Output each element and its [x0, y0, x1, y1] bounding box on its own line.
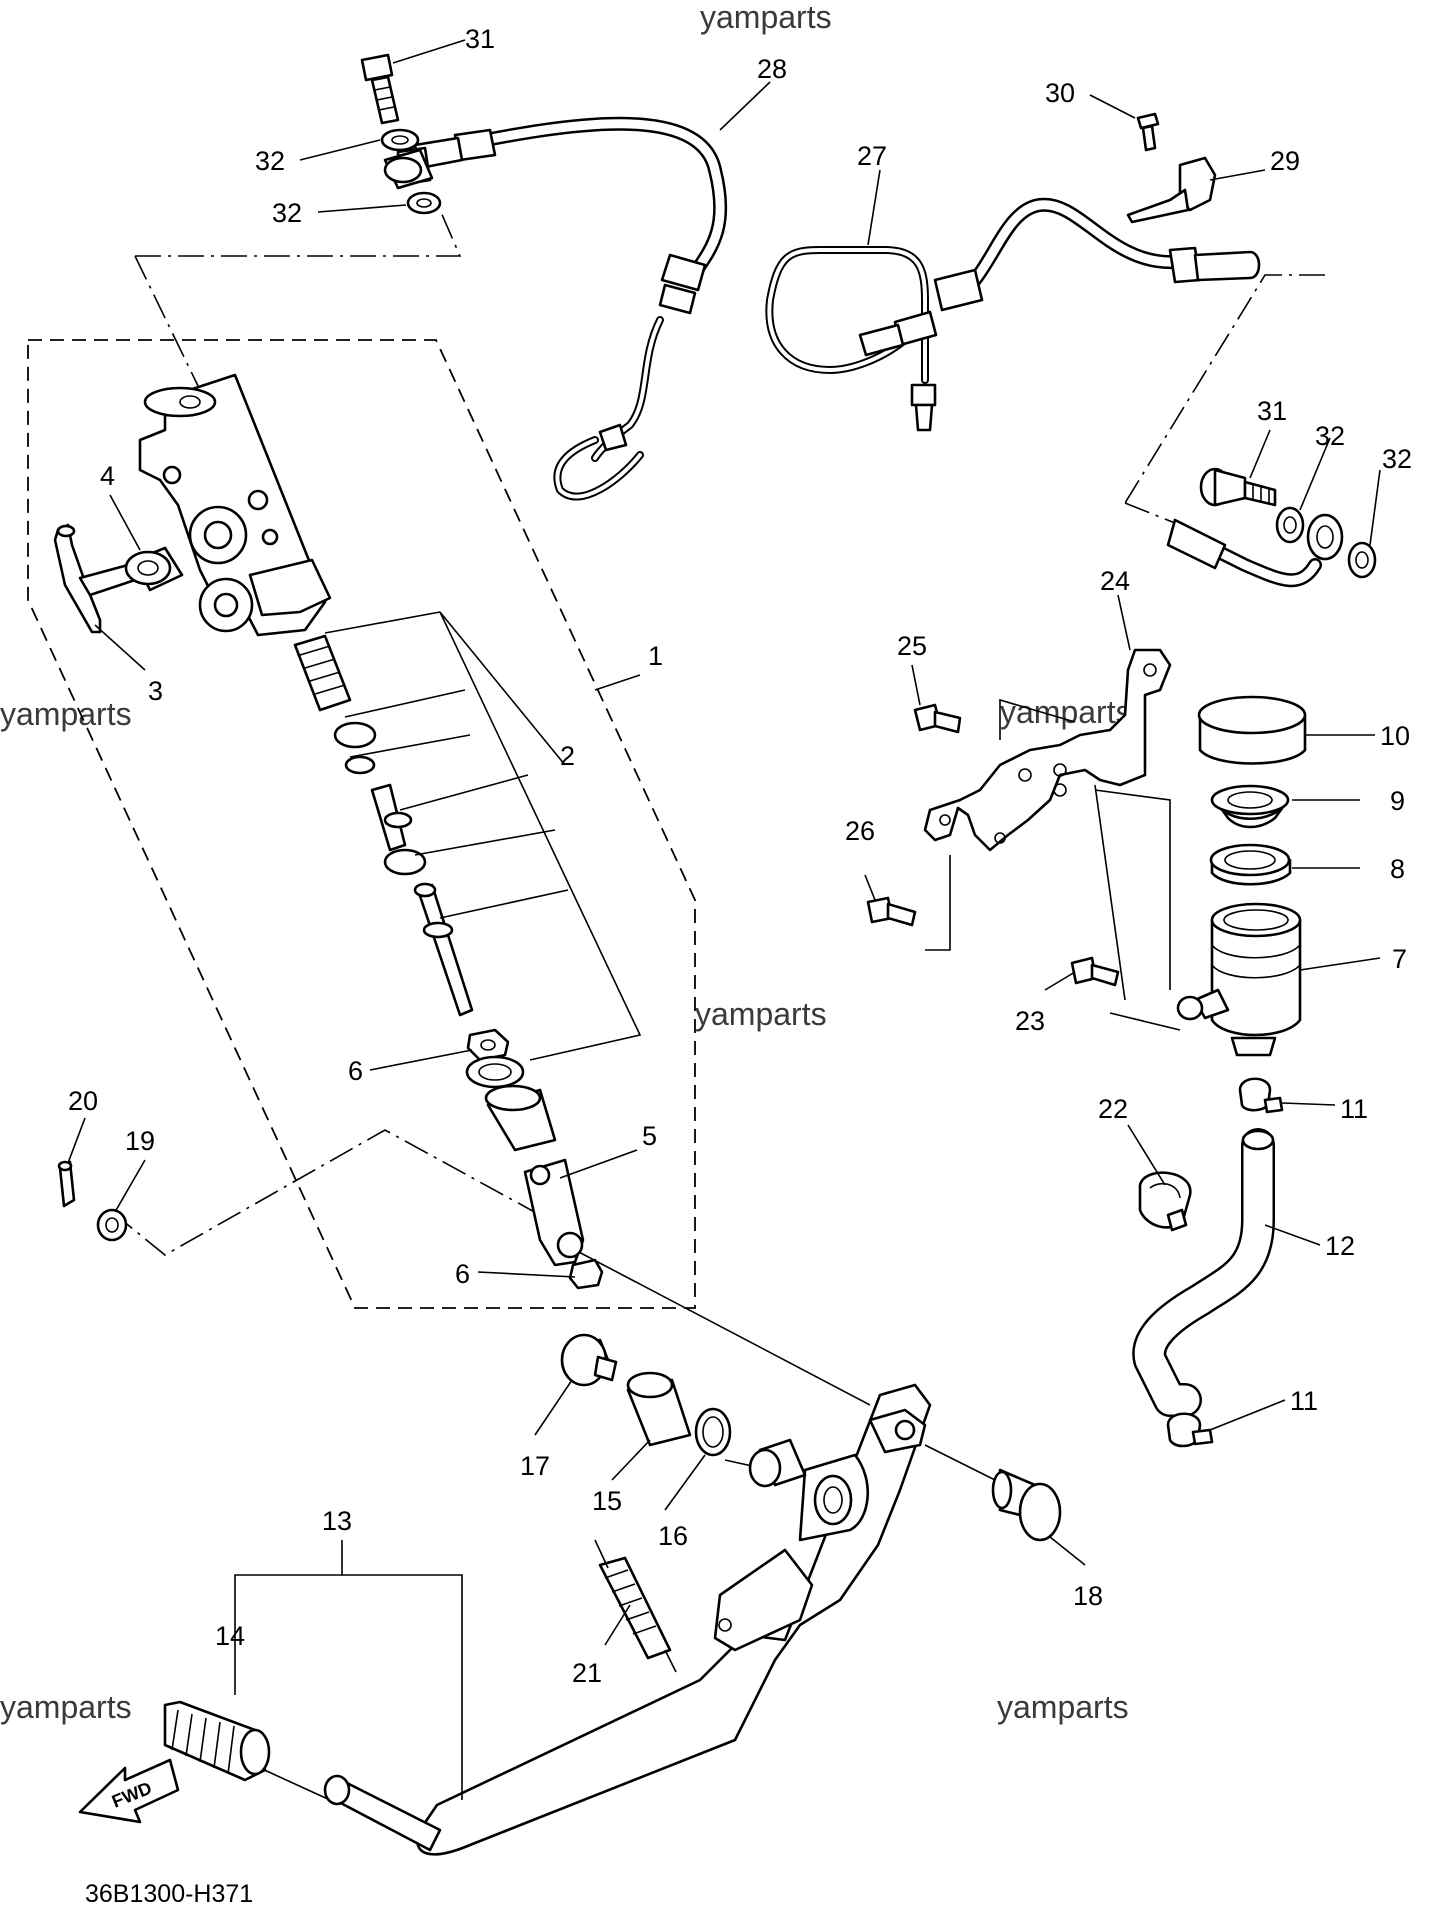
callout-number: 27	[857, 141, 887, 171]
brake-pipe	[765, 246, 938, 432]
reservoir-bracket	[923, 648, 1172, 852]
o-ring	[694, 1407, 732, 1457]
callout-number: 18	[1073, 1581, 1103, 1611]
diaphragm-plate	[1209, 843, 1292, 886]
callout-number: 20	[68, 1086, 98, 1116]
callouts: 31 32 32 28 27 30 29 31 32 32 24 25 26 2…	[68, 24, 1412, 1688]
callout-number: 21	[572, 1658, 602, 1688]
callout-number: 24	[1100, 566, 1130, 596]
bolt	[866, 896, 917, 927]
fwd-arrow-icon: FWD	[78, 1758, 180, 1824]
pedal-rubber	[163, 1700, 271, 1782]
bleed-screw	[53, 523, 137, 634]
callout-number: 1	[648, 641, 663, 671]
banjo-bolt	[360, 53, 400, 125]
crush-washer	[1275, 506, 1305, 544]
callout-number: 11	[1290, 1386, 1318, 1416]
callout-number: 5	[642, 1121, 657, 1151]
callout-number: 16	[658, 1521, 688, 1551]
master-cylinder-assembly-outline	[27, 339, 696, 1309]
assembly-lines	[111, 209, 1325, 1801]
reservoir-cap	[1197, 695, 1307, 765]
brake-hose	[396, 116, 728, 501]
brake-hose	[1166, 518, 1322, 588]
callout-number: 12	[1325, 1231, 1355, 1261]
callout-number: 6	[455, 1259, 470, 1289]
watermark: yamparts	[0, 696, 132, 732]
callout-number: 7	[1392, 944, 1407, 974]
callout-number: 31	[1257, 396, 1287, 426]
callout-number: 11	[1340, 1094, 1368, 1124]
brake-pedal	[416, 1383, 932, 1856]
callout-number: 14	[215, 1621, 245, 1651]
hose-holder	[1126, 156, 1217, 224]
callout-number: 9	[1390, 786, 1405, 816]
callout-number: 6	[348, 1056, 363, 1086]
crush-washer	[406, 191, 442, 215]
callout-number: 30	[1045, 78, 1075, 108]
hose-clamp	[1138, 1171, 1192, 1232]
reservoir-hose	[1132, 1128, 1275, 1417]
callout-number: 10	[1380, 721, 1410, 751]
watermark: yamparts	[997, 1689, 1129, 1725]
callout-number: 32	[272, 198, 302, 228]
banjo-fitting	[1306, 513, 1344, 561]
hose-clamp	[1238, 1077, 1284, 1114]
callout-number: 3	[148, 676, 163, 706]
callout-number: 2	[560, 741, 575, 771]
callout-number: 25	[897, 631, 927, 661]
callout-number: 29	[1270, 146, 1300, 176]
callout-number: 31	[465, 24, 495, 54]
crush-washer	[380, 128, 420, 152]
callout-number: 13	[322, 1506, 352, 1536]
pivot-bolt	[560, 1333, 618, 1387]
callout-number: 32	[1382, 444, 1412, 474]
hose-clamp	[1166, 1412, 1214, 1448]
brake-hose	[933, 197, 1261, 312]
callout-number: 32	[255, 146, 285, 176]
pivot-collar	[626, 1371, 692, 1447]
pedal-shaft	[323, 1774, 442, 1852]
bolt	[1070, 956, 1120, 987]
leader-lines	[67, 39, 1381, 1800]
watermark: yamparts	[1000, 694, 1132, 730]
cotter-pin	[57, 1160, 76, 1208]
crush-washer	[1347, 541, 1377, 579]
watermark: yamparts	[0, 1689, 132, 1725]
brake-fluid-reservoir	[1176, 902, 1302, 1057]
callout-number: 17	[520, 1451, 550, 1481]
union-bolt	[1199, 467, 1277, 507]
watermark: yamparts	[695, 996, 827, 1032]
bleed-cap	[124, 546, 184, 592]
callout-number: 4	[100, 461, 115, 491]
bolt	[913, 703, 962, 734]
banjo-fitting	[383, 148, 434, 190]
clevis-pin	[991, 1468, 1062, 1542]
clevis	[523, 1158, 604, 1290]
screw	[1136, 112, 1160, 152]
watermark: yamparts	[700, 0, 832, 35]
callout-number: 28	[757, 54, 787, 84]
callout-number: 22	[1098, 1094, 1128, 1124]
piston-kit	[293, 611, 642, 1152]
diagram-code: 36B1300-H371	[85, 1880, 253, 1908]
callout-number: 19	[125, 1126, 155, 1156]
callout-number: 32	[1315, 421, 1345, 451]
reservoir-diaphragm	[1210, 784, 1290, 829]
callout-number: 15	[592, 1486, 622, 1516]
callout-number: 8	[1390, 854, 1405, 884]
callout-number: 26	[845, 816, 875, 846]
return-spring	[594, 1539, 677, 1673]
callout-number: 23	[1015, 1006, 1045, 1036]
master-cylinder-body	[138, 373, 332, 637]
washer	[96, 1208, 128, 1242]
